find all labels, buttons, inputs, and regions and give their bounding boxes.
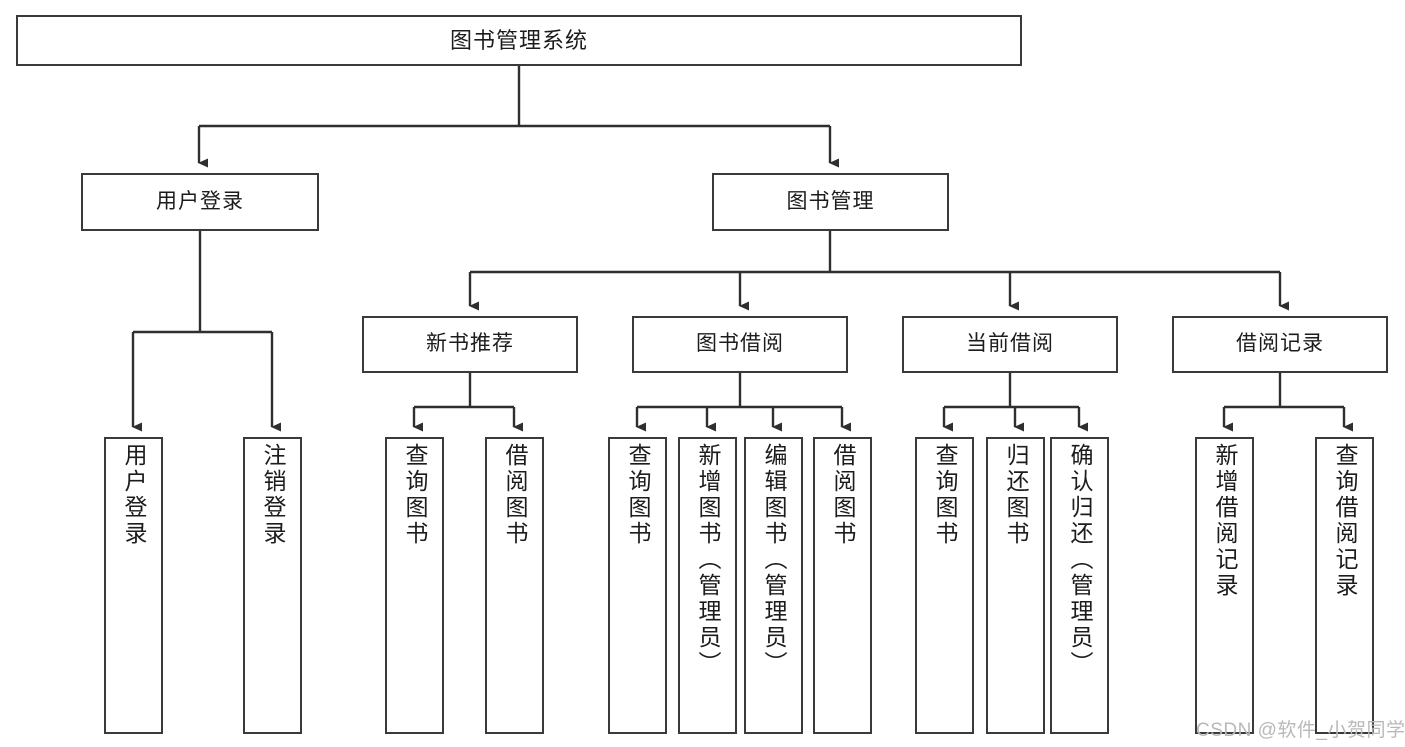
node-leaf-query-book-borrow-label: 查询图书 (625, 443, 651, 547)
node-leaf-query-book-borrow[interactable]: 查询图书 (608, 437, 667, 734)
edges-current-borrow (942, 373, 1088, 432)
node-leaf-borrow-book-recommend[interactable]: 借阅图书 (485, 437, 544, 734)
node-leaf-borrow-book[interactable]: 借阅图书 (813, 437, 872, 734)
node-book-borrow[interactable]: 图书借阅 (632, 316, 848, 373)
node-leaf-query-book-recommend-label: 查询图书 (402, 443, 428, 547)
node-leaf-query-book-current-label: 查询图书 (932, 443, 958, 547)
node-root[interactable]: 图书管理系统 (16, 15, 1022, 66)
edges-user-login (131, 231, 281, 432)
node-borrow-record[interactable]: 借阅记录 (1172, 316, 1388, 373)
node-current-borrow-label: 当前借阅 (966, 332, 1054, 356)
edges-book-borrow (635, 373, 851, 432)
node-leaf-return-book[interactable]: 归还图书 (986, 437, 1045, 734)
node-current-borrow[interactable]: 当前借阅 (902, 316, 1118, 373)
node-root-label: 图书管理系统 (449, 27, 588, 53)
node-borrow-record-label: 借阅记录 (1236, 332, 1324, 356)
node-book-manage-label: 图书管理 (786, 189, 875, 213)
node-leaf-edit-book[interactable]: 编辑图书（管理员） (744, 437, 803, 734)
node-leaf-user-login-label: 用户登录 (121, 443, 147, 547)
edges-book-manage (468, 231, 1289, 311)
node-leaf-add-borrow-record[interactable]: 新增借阅记录 (1195, 437, 1254, 734)
node-user-login[interactable]: 用户登录 (81, 173, 319, 231)
node-book-borrow-label: 图书借阅 (696, 332, 784, 356)
node-leaf-logout-label: 注销登录 (260, 443, 286, 547)
node-leaf-add-book[interactable]: 新增图书（管理员） (678, 437, 737, 734)
edges-root (197, 66, 839, 168)
edges-borrow-record (1222, 373, 1353, 432)
node-leaf-confirm-return[interactable]: 确认归还（管理员） (1050, 437, 1109, 734)
node-leaf-borrow-book-recommend-label: 借阅图书 (502, 443, 528, 547)
node-leaf-confirm-return-label: 确认归还（管理员） (1067, 443, 1093, 677)
node-leaf-query-borrow-record-label: 查询借阅记录 (1332, 443, 1358, 599)
node-leaf-borrow-book-label: 借阅图书 (830, 443, 856, 547)
node-book-manage[interactable]: 图书管理 (712, 173, 949, 231)
node-leaf-query-book-current[interactable]: 查询图书 (915, 437, 974, 734)
node-leaf-query-book-recommend[interactable]: 查询图书 (385, 437, 444, 734)
node-leaf-logout[interactable]: 注销登录 (243, 437, 302, 734)
node-leaf-query-borrow-record[interactable]: 查询借阅记录 (1315, 437, 1374, 734)
node-user-login-label: 用户登录 (156, 189, 244, 213)
node-leaf-return-book-label: 归还图书 (1003, 443, 1029, 547)
node-leaf-user-login[interactable]: 用户登录 (104, 437, 163, 734)
edges-new-book-rec (412, 373, 523, 432)
node-leaf-edit-book-label: 编辑图书（管理员） (761, 443, 787, 677)
node-leaf-add-book-label: 新增图书（管理员） (695, 443, 721, 677)
node-leaf-add-borrow-record-label: 新增借阅记录 (1212, 443, 1238, 599)
node-new-book-recommend-label: 新书推荐 (426, 332, 514, 356)
node-new-book-recommend[interactable]: 新书推荐 (362, 316, 578, 373)
